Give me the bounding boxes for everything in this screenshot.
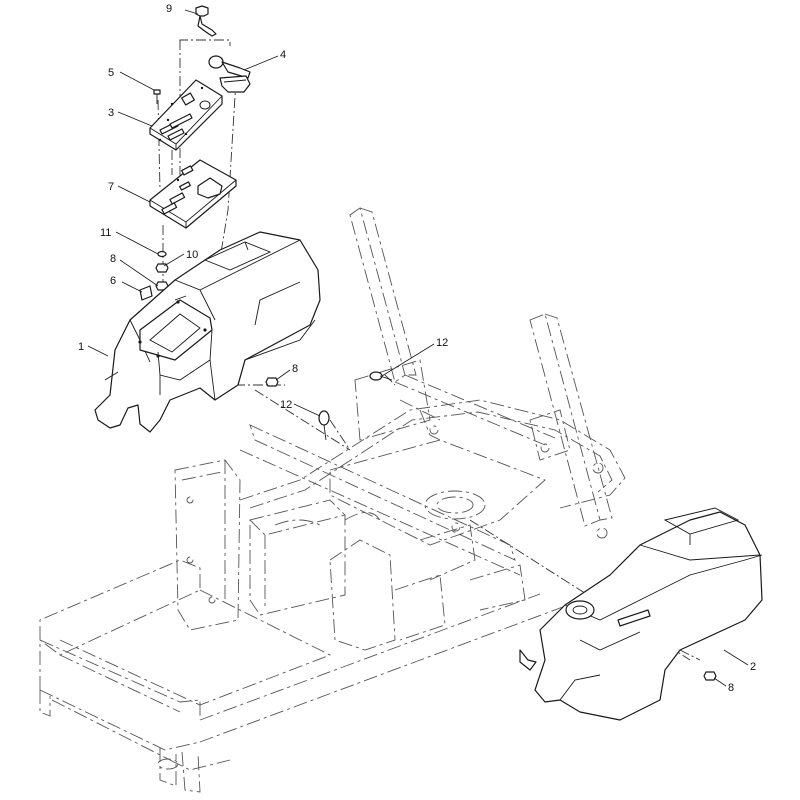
callout-9: 9 xyxy=(166,3,172,15)
callout-8-top: 8 xyxy=(110,253,116,265)
part-8-right-fastener xyxy=(703,671,717,681)
part-2-right-console xyxy=(519,507,763,721)
callout-7: 7 xyxy=(108,181,114,193)
callout-1: 1 xyxy=(78,341,84,353)
part-8-mid-fastener xyxy=(265,377,279,387)
callout-11: 11 xyxy=(100,227,111,239)
part-3-control-panel xyxy=(149,79,223,151)
part-10-nut xyxy=(155,263,169,273)
callout-8-mid: 8 xyxy=(292,363,298,375)
part-5-screw xyxy=(153,89,161,104)
callout-4: 4 xyxy=(280,49,286,61)
part-12-pin-upper xyxy=(369,371,393,381)
callout-2: 2 xyxy=(750,661,756,673)
part-11-washer xyxy=(157,250,167,258)
part-4-throttle-handle xyxy=(208,55,251,93)
part-1-left-console xyxy=(94,231,321,433)
callout-12-upper: 12 xyxy=(436,337,448,349)
callout-leaders xyxy=(87,9,749,687)
main-frame xyxy=(39,207,626,793)
callout-labels: 9 4 5 3 7 11 10 8 6 1 8 12 12 2 8 xyxy=(78,3,756,694)
part-12-pin-lower xyxy=(318,410,330,441)
callout-10: 10 xyxy=(186,249,198,261)
callout-8-right: 8 xyxy=(728,682,734,694)
part-7-console-plate xyxy=(149,159,237,229)
part-6-clip xyxy=(139,285,153,301)
part-9-knob xyxy=(195,5,217,37)
callout-5: 5 xyxy=(108,67,114,79)
callout-6: 6 xyxy=(110,275,116,287)
callout-3: 3 xyxy=(108,107,114,119)
callout-12-lower: 12 xyxy=(280,399,292,411)
